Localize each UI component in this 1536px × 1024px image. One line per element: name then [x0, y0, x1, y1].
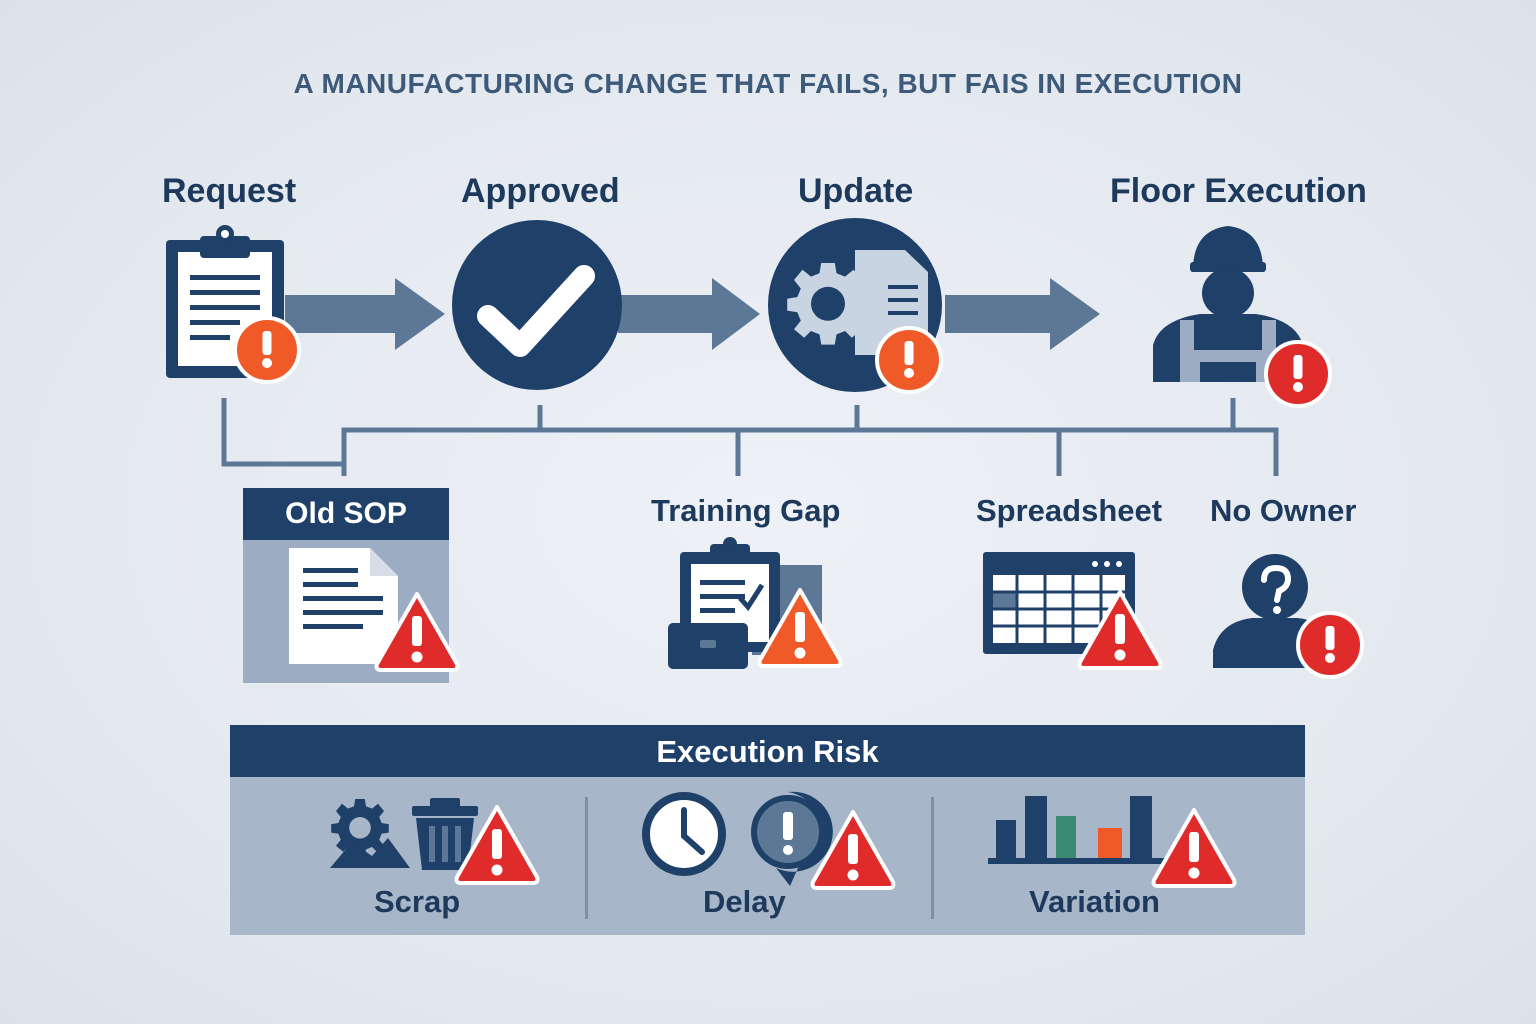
step-label-floor-execution: Floor Execution — [1110, 172, 1367, 210]
risk-label-variation: Variation — [1029, 884, 1160, 919]
clock-alert-icon — [642, 791, 833, 886]
flow-arrow — [618, 278, 760, 350]
bar-chart-icon — [988, 796, 1174, 864]
step-label-update: Update — [798, 172, 914, 210]
old-sop-header: Old SOP — [243, 488, 449, 540]
connector-lines — [221, 398, 1279, 476]
execution-risk-header: Execution Risk — [230, 725, 1305, 777]
training-clipboard-icon — [668, 537, 822, 669]
flow-arrow — [945, 278, 1100, 350]
page-title: A MANUFACTURING CHANGE THAT FAILS, BUT F… — [293, 68, 1243, 99]
issue-label-no-owner: No Owner — [1210, 493, 1357, 528]
exclamation-circle-icon — [1296, 611, 1364, 679]
issue-label-training-gap: Training Gap — [651, 493, 841, 528]
gear-trash-icon — [330, 798, 478, 870]
risk-label-scrap: Scrap — [374, 884, 461, 919]
checkmark-circle-icon — [452, 220, 622, 390]
issue-label-spreadsheet: Spreadsheet — [976, 493, 1163, 528]
exclamation-circle-icon — [1264, 340, 1332, 408]
warning-triangle-icon — [1151, 808, 1237, 888]
exclamation-circle-icon — [875, 326, 943, 394]
step-label-request: Request — [162, 172, 297, 210]
step-label-approved: Approved — [461, 172, 620, 210]
risk-divider — [931, 797, 934, 919]
document-icon — [289, 548, 398, 664]
risk-divider — [585, 797, 588, 919]
risk-label-delay: Delay — [703, 884, 786, 919]
exclamation-circle-icon — [233, 316, 301, 384]
flow-arrow — [285, 278, 445, 350]
